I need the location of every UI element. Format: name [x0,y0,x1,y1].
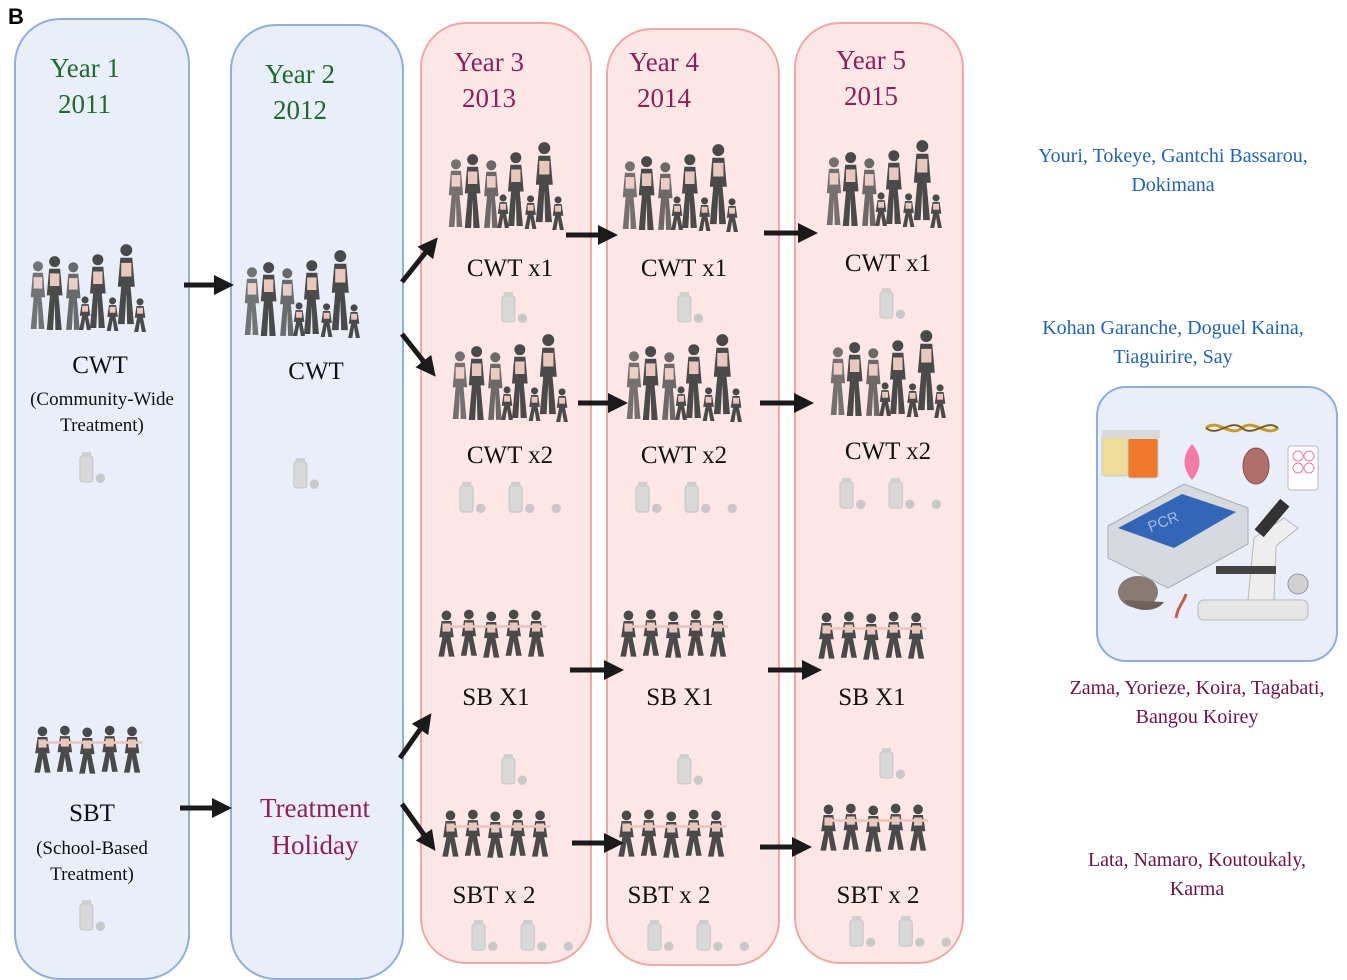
year1-cwt-label: CWT [72,352,128,379]
village-list-4: Lata, Namaro, Koutoukaly, Karma [1040,846,1347,904]
holiday-line1: Treatment [260,793,370,823]
year-3-title: Year 3 2013 [454,44,524,116]
cwt-x2-label: CWT x2 [844,438,932,465]
year-label: Year 2 [265,59,336,89]
holiday-line2: Holiday [271,830,359,860]
village-list-1: Youri, Tokeye, Gantchi Bassarou, Dokiman… [1008,142,1338,200]
village-list-2: Kohan Garanche, Doguel Kaina, Tiaguirire… [1008,314,1338,372]
year-number: 2013 [462,83,516,113]
treatment-holiday-label: Treatment Holiday [240,790,390,864]
cwt-x2-label: CWT x2 [640,442,728,469]
sbt-x2-label: SBT x 2 [836,882,920,909]
cwt-x1-label: CWT x1 [844,250,932,277]
year-number: 2011 [58,89,111,119]
laboratory-panel: PCR [1096,386,1338,662]
year1-sbt-label: SBT [69,800,115,827]
year-number: 2012 [273,95,327,125]
year-2-title: Year 2 2012 [265,56,335,128]
year-1-title: Year 1 2011 [50,50,120,122]
year-3-column [420,22,592,964]
cwt-description-line1: (Community-Wide [30,389,174,410]
sbt-x2-label: SBT x 2 [627,882,711,909]
year-label: Year 5 [836,45,907,75]
village-line: Dokimana [1131,174,1215,196]
arrow-icon [400,237,438,284]
year-2-column [230,24,404,980]
year-4-title: Year 4 2014 [629,44,699,116]
village-line: Youri, Tokeye, Gantchi Bassarou, [1038,145,1308,167]
sbt-description-line1: (School-Based [36,838,148,859]
panel-letter: B [8,4,24,29]
arrow-icon [400,332,436,377]
sb-x1-label: SB X1 [462,684,530,711]
year2-cwt-label: CWT [288,358,344,385]
sbt-description-line2: Treatment) [50,864,134,885]
year-1-column [14,18,190,980]
arrow-icon [397,713,432,760]
sb-x1-label: SB X1 [646,684,714,711]
year-5-title: Year 5 2015 [836,42,906,114]
cwt-description-line2: Treatment) [60,415,144,436]
village-line: Kohan Garanche, Doguel Kaina, [1042,317,1304,339]
cwt-x2-label: CWT x2 [466,442,554,469]
laboratory-icon: PCR [1101,423,1319,621]
year-5-column [794,22,964,964]
village-line: Lata, Namaro, Koutoukaly, [1087,849,1307,871]
village-line: Karma [1169,878,1225,900]
year-number: 2015 [844,81,898,111]
village-line: Tiaguirire, Say [1113,346,1233,368]
year-label: Year 4 [629,47,700,77]
sb-x1-label: SB X1 [838,684,906,711]
year1-sbt-description: (School-Based Treatment) [4,836,180,888]
year-number: 2014 [637,83,691,113]
village-line: Bangou Koirey [1135,706,1259,728]
cwt-x1-label: CWT x1 [466,255,554,282]
village-list-3: Zama, Yorieze, Koira, Tagabati, Bangou K… [1040,674,1347,732]
cwt-x1-label: CWT x1 [640,255,728,282]
year-label: Year 1 [50,53,121,83]
year-label: Year 3 [454,47,525,77]
year1-cwt-description: (Community-Wide Treatment) [14,387,190,439]
arrow-icon [399,802,436,851]
village-line: Zama, Yorieze, Koira, Tagabati, [1069,677,1325,699]
sbt-x2-label: SBT x 2 [452,882,536,909]
